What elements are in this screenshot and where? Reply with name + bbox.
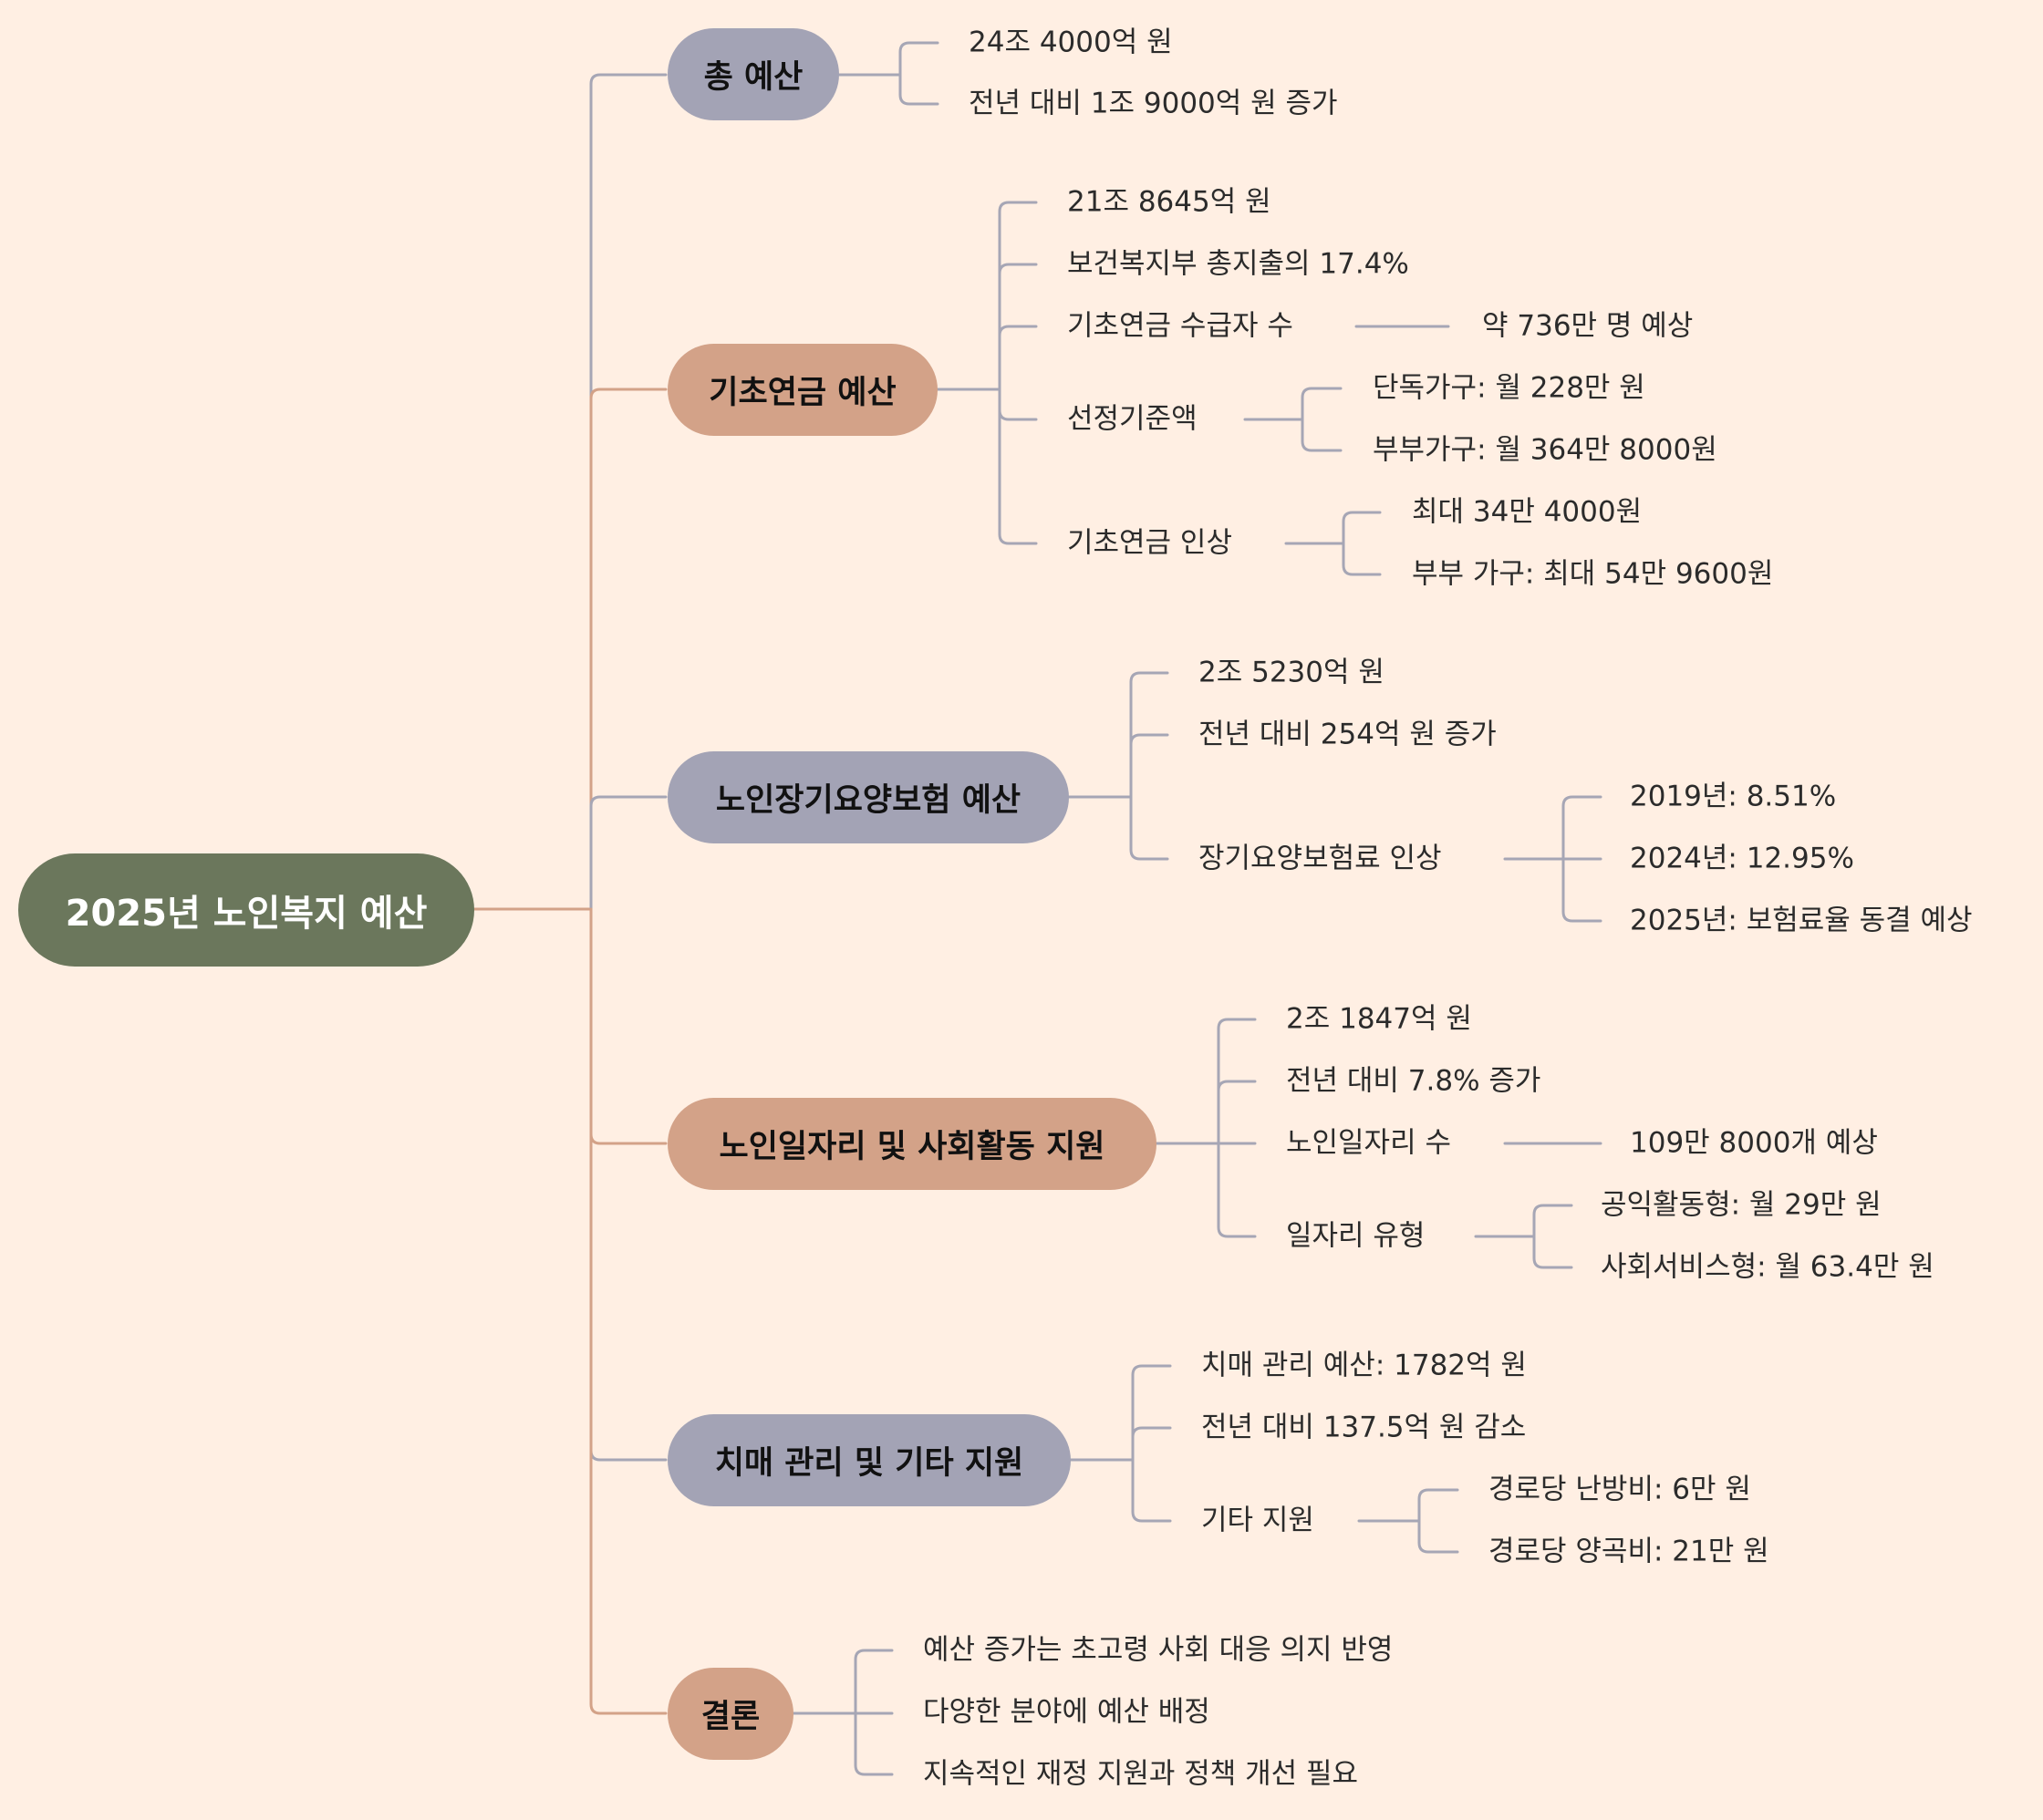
branch-total-budget[interactable]: 총 예산 bbox=[668, 28, 839, 120]
connector-line-1 bbox=[589, 73, 668, 911]
connector-line-48 bbox=[854, 1649, 894, 1715]
root-node[interactable]: 2025년 노인복지 예산 bbox=[18, 853, 474, 967]
leaf-care-premium: 장기요양보험료 인상 bbox=[1198, 842, 1442, 875]
connector-line-30 bbox=[1561, 857, 1602, 923]
leaf-premium-2024: 2024년: 12.95% bbox=[1630, 842, 1854, 875]
connector-line-46 bbox=[1417, 1519, 1459, 1554]
leaf-dementia-budget: 치매 관리 예산: 1782억 원 bbox=[1201, 1349, 1527, 1382]
leaf-conclusion-1: 예산 증가는 초고령 사회 대응 의지 반영 bbox=[923, 1633, 1394, 1667]
connector-line-2 bbox=[589, 388, 668, 911]
connector-line-21 bbox=[1342, 511, 1382, 545]
leaf-job-public: 공익활동형: 월 29만 원 bbox=[1601, 1188, 1882, 1222]
leaf-grain: 경로당 양곡비: 21만 원 bbox=[1488, 1535, 1769, 1568]
connector-line-4 bbox=[589, 907, 668, 1145]
connector-line-25 bbox=[1129, 733, 1169, 799]
branch-long-term-care[interactable]: 노인장기요양보험 예산 bbox=[668, 751, 1069, 843]
connector-line-35 bbox=[1217, 1142, 1257, 1238]
branch-basic-pension[interactable]: 기초연금 예산 bbox=[668, 344, 938, 436]
leaf-care-increase: 전년 대비 254억 원 증가 bbox=[1198, 718, 1497, 751]
connector-line-11 bbox=[998, 201, 1038, 391]
connector-line-39 bbox=[1532, 1235, 1573, 1269]
connector-line-45 bbox=[1417, 1488, 1459, 1523]
connector-line-50 bbox=[854, 1711, 894, 1776]
connector-line-6 bbox=[589, 907, 668, 1715]
branch-dementia[interactable]: 치매 관리 및 기타 지원 bbox=[668, 1414, 1071, 1506]
leaf-pension-recipients: 기초연금 수급자 수 bbox=[1067, 309, 1293, 343]
connector-line-33 bbox=[1217, 1080, 1257, 1145]
connector-line-18 bbox=[1301, 387, 1343, 421]
leaf-conclusion-3: 지속적인 재정 지원과 정책 개선 필요 bbox=[923, 1757, 1359, 1791]
connector-line-28 bbox=[1561, 795, 1602, 861]
connector-line-42 bbox=[1131, 1426, 1172, 1462]
leaf-job-types: 일자리 유형 bbox=[1286, 1219, 1426, 1253]
leaf-conclusion-2: 다양한 분야에 예산 배정 bbox=[923, 1695, 1210, 1729]
connector-line-24 bbox=[1129, 671, 1169, 799]
connector-line-26 bbox=[1129, 795, 1169, 861]
connector-line-3 bbox=[589, 795, 668, 911]
connector-line-9 bbox=[898, 73, 939, 106]
leaf-raise-max: 최대 34만 4000원 bbox=[1412, 495, 1643, 529]
leaf-other-support: 기타 지원 bbox=[1201, 1504, 1314, 1537]
leaf-pension-recipients-count: 약 736만 명 예상 bbox=[1482, 309, 1694, 343]
leaf-raise-couple: 부부 가구: 최대 54만 9600원 bbox=[1412, 557, 1774, 591]
leaf-care-amount: 2조 5230억 원 bbox=[1198, 656, 1384, 689]
leaf-heating: 경로당 난방비: 6만 원 bbox=[1488, 1473, 1751, 1506]
leaf-jobs-count: 노인일자리 수 bbox=[1286, 1126, 1451, 1160]
leaf-jobs-count-value: 109만 8000개 예상 bbox=[1630, 1126, 1878, 1160]
connector-line-43 bbox=[1131, 1458, 1172, 1523]
connector-line-22 bbox=[1342, 542, 1382, 576]
branch-conclusion[interactable]: 결론 bbox=[668, 1668, 793, 1760]
leaf-pension-share: 보건복지부 총지출의 17.4% bbox=[1067, 247, 1409, 281]
leaf-jobs-amount: 2조 1847억 원 bbox=[1286, 1002, 1472, 1036]
leaf-criteria-single: 단독가구: 월 228만 원 bbox=[1373, 371, 1645, 405]
connector-line-13 bbox=[998, 325, 1038, 391]
leaf-selection-criteria: 선정기준액 bbox=[1067, 402, 1198, 436]
leaf-job-social: 사회서비스형: 월 63.4만 원 bbox=[1601, 1250, 1934, 1284]
connector-line-5 bbox=[589, 907, 668, 1462]
leaf-total-increase: 전년 대비 1조 9000억 원 증가 bbox=[969, 87, 1338, 120]
leaf-premium-2025: 2025년: 보험료율 동결 예상 bbox=[1630, 904, 1973, 937]
connector-line-19 bbox=[1301, 418, 1343, 452]
leaf-jobs-increase: 전년 대비 7.8% 증가 bbox=[1286, 1064, 1541, 1098]
leaf-criteria-couple: 부부가구: 월 364만 8000원 bbox=[1373, 433, 1717, 467]
leaf-pension-amount: 21조 8645억 원 bbox=[1067, 185, 1271, 219]
connector-line-41 bbox=[1131, 1364, 1172, 1462]
leaf-premium-2019: 2019년: 8.51% bbox=[1630, 780, 1837, 813]
leaf-dementia-decrease: 전년 대비 137.5억 원 감소 bbox=[1201, 1411, 1527, 1444]
connector-line-8 bbox=[898, 41, 939, 77]
connector-line-38 bbox=[1532, 1204, 1573, 1238]
connector-line-14 bbox=[998, 388, 1038, 421]
leaf-pension-raise: 기초연금 인상 bbox=[1067, 526, 1232, 560]
connector-line-15 bbox=[998, 388, 1038, 545]
connector-line-12 bbox=[998, 263, 1038, 391]
connector-line-32 bbox=[1217, 1018, 1257, 1145]
leaf-total-amount: 24조 4000억 원 bbox=[969, 26, 1173, 59]
branch-senior-jobs[interactable]: 노인일자리 및 사회활동 지원 bbox=[668, 1098, 1156, 1190]
